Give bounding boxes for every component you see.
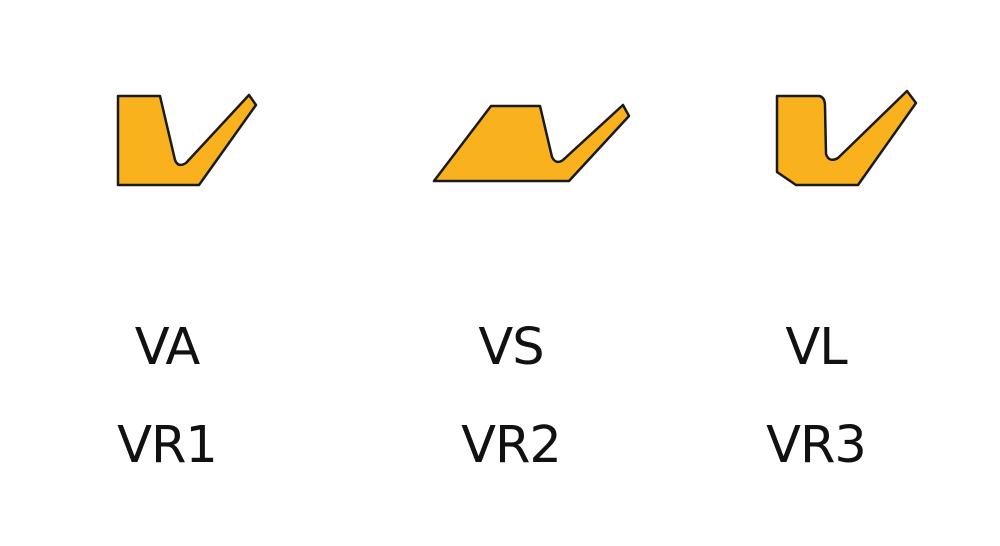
va-seal-profile xyxy=(116,93,258,187)
profile-label-vl: VL xyxy=(785,318,847,377)
profile-label-vs: VS xyxy=(478,318,544,377)
vs-seal-profile xyxy=(432,103,631,183)
vl-seal-profile xyxy=(775,89,918,187)
profile-type-vr3: VR3 xyxy=(766,416,867,475)
profile-label-va: VA xyxy=(134,318,201,377)
profile-type-vr2: VR2 xyxy=(461,416,562,475)
profile-type-vr1: VR1 xyxy=(117,416,218,475)
